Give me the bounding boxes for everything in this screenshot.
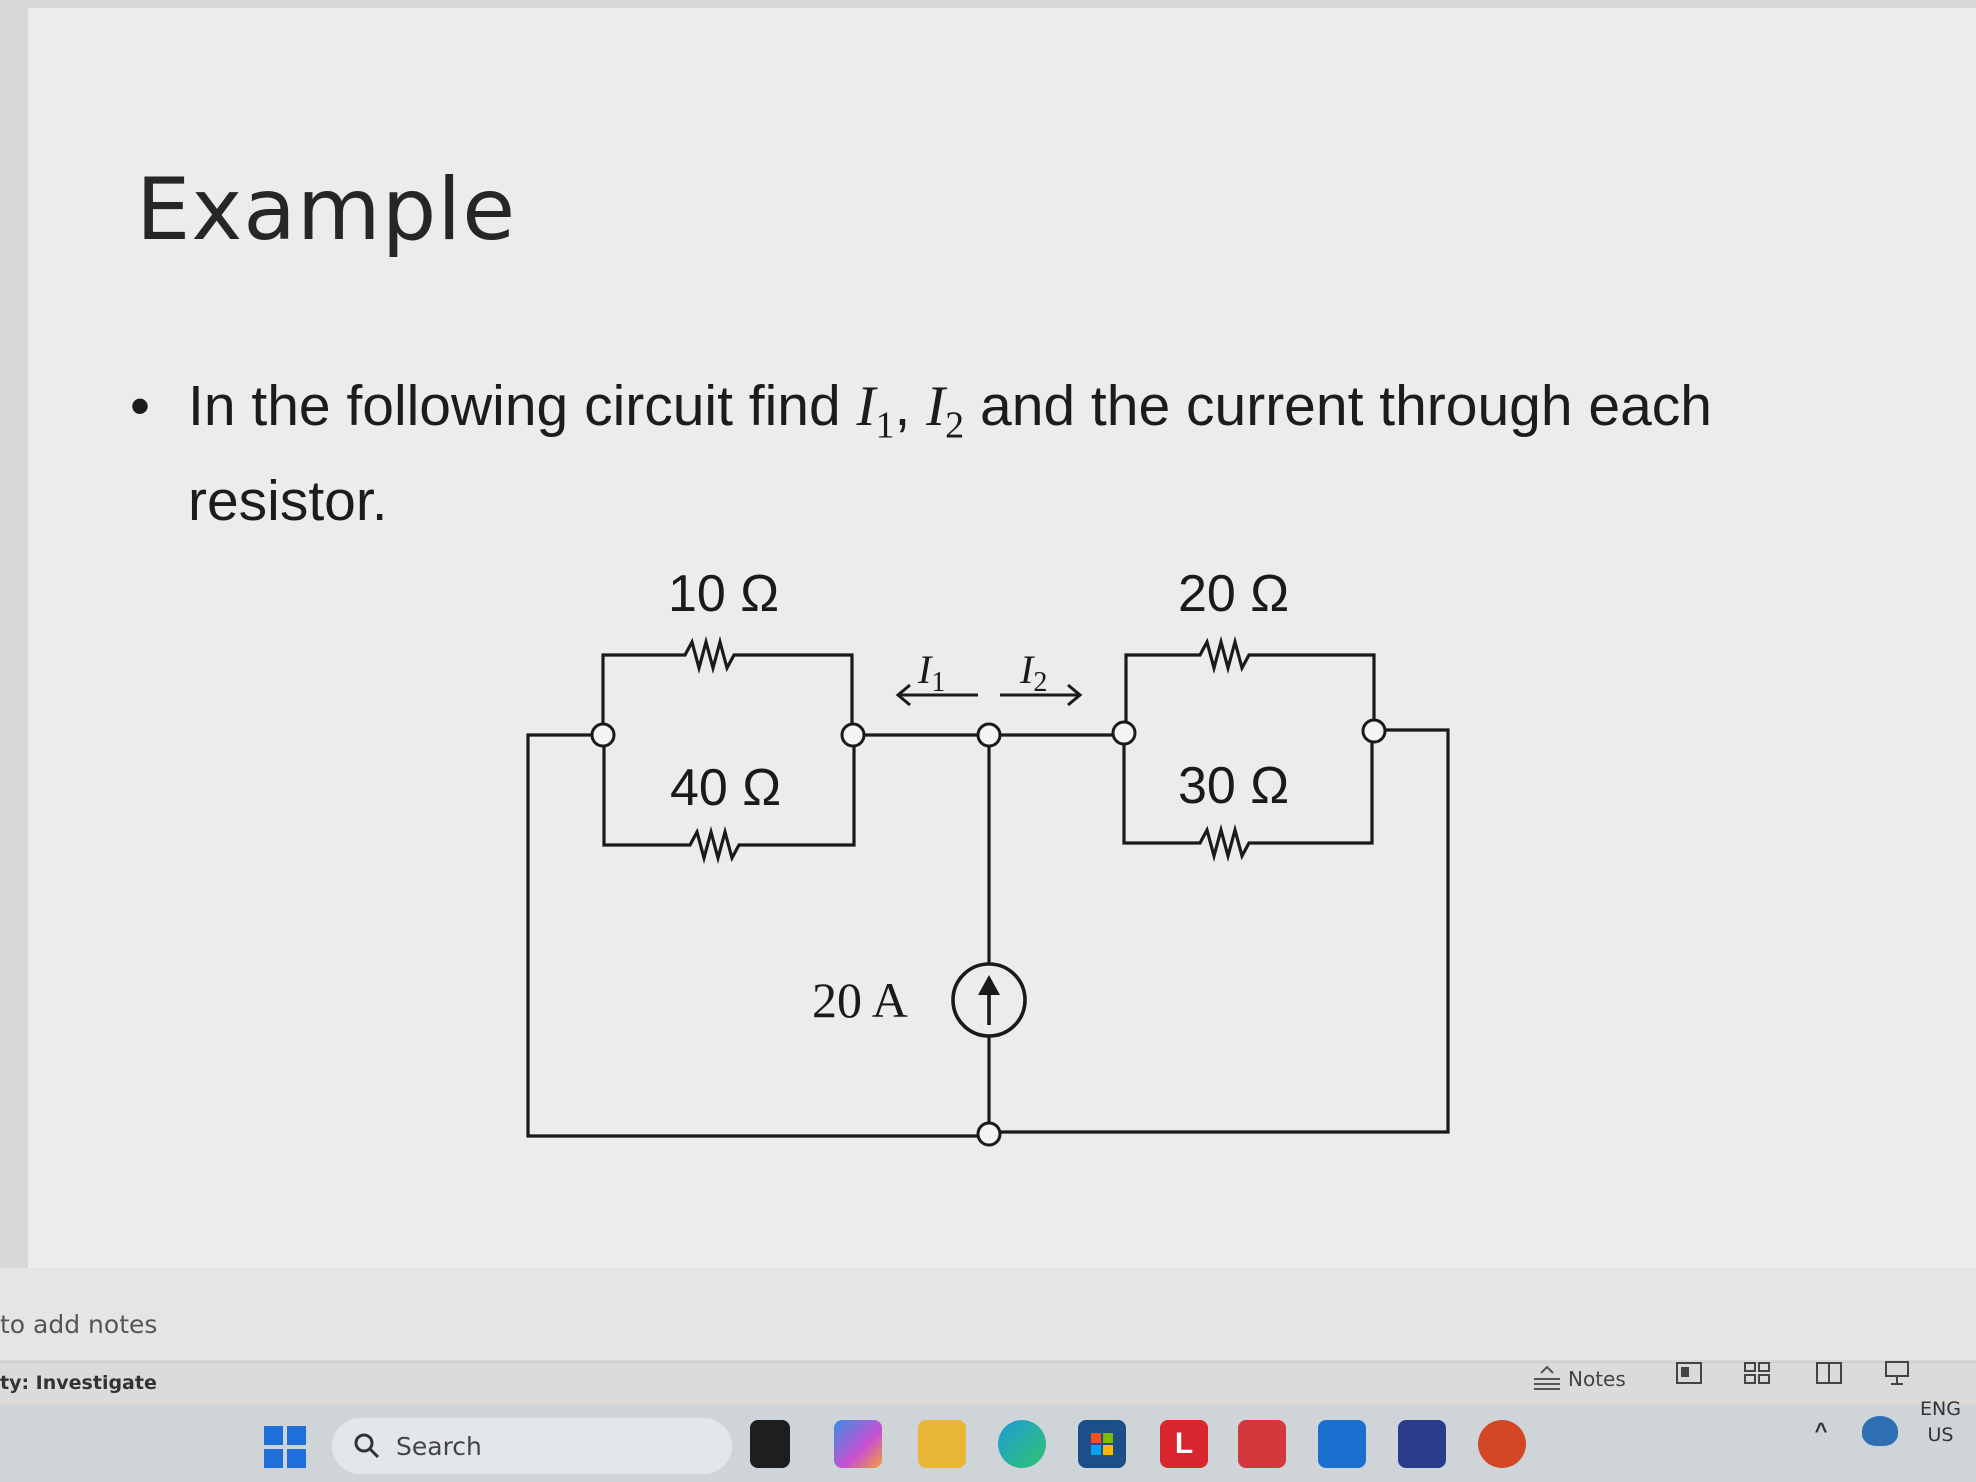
- start-button[interactable]: [264, 1426, 306, 1468]
- outlook-icon[interactable]: [1318, 1420, 1366, 1468]
- powerpoint-icon[interactable]: [1478, 1420, 1526, 1468]
- file-explorer-icon[interactable]: [918, 1420, 966, 1468]
- windows-logo-icon: [264, 1426, 306, 1468]
- reading-view-icon: [1816, 1362, 1842, 1384]
- notes-label: Notes: [1568, 1367, 1626, 1391]
- notes-toggle-button[interactable]: Notes: [1532, 1362, 1626, 1396]
- l-app-icon[interactable]: L: [1160, 1420, 1208, 1468]
- m365-icon[interactable]: [834, 1420, 882, 1468]
- node-mid-right: [1111, 720, 1137, 746]
- i2-arrow: [1000, 683, 1083, 707]
- taskbar-search[interactable]: Search: [332, 1418, 732, 1474]
- i1-arrow: [895, 683, 978, 707]
- tray-chevron-up-icon[interactable]: ^: [1814, 1418, 1828, 1443]
- bullet-dot: •: [130, 374, 150, 438]
- notes-icon: [1534, 1365, 1560, 1390]
- wire-outer-right: [988, 728, 1450, 1134]
- accessibility-status[interactable]: ty: Investigate: [0, 1372, 157, 1394]
- slideshow-icon: [1885, 1361, 1909, 1385]
- slideshow-button[interactable]: [1880, 1356, 1914, 1390]
- wire-left-top: [601, 635, 854, 735]
- task-view-icon[interactable]: [750, 1420, 790, 1468]
- r20-label: 20 Ω: [1178, 565, 1289, 623]
- wire-outer-left: [526, 733, 988, 1138]
- node-left: [590, 722, 616, 748]
- math-i2: I2: [926, 375, 965, 447]
- normal-view-icon: [1676, 1362, 1702, 1384]
- i2-label: I2: [1019, 647, 1047, 698]
- circuit-diagram: 10 Ω 40 Ω 20 Ω 30 Ω 20 A I1 I2: [526, 565, 1450, 1147]
- slide-title: Example: [136, 160, 517, 260]
- r40-label: 40 Ω: [670, 759, 781, 817]
- weather-icon[interactable]: [1862, 1416, 1898, 1446]
- notes-pane[interactable]: [0, 1268, 1976, 1360]
- math-i1: I1: [856, 375, 895, 447]
- node-right: [1361, 718, 1387, 744]
- slide-sorter-icon: [1744, 1362, 1770, 1384]
- notes-placeholder[interactable]: to add notes: [0, 1310, 158, 1339]
- ms-app-icon[interactable]: [1238, 1420, 1286, 1468]
- slide-canvas[interactable]: [28, 8, 1976, 1270]
- search-label: Search: [396, 1431, 482, 1461]
- zoom-app-icon[interactable]: [1398, 1420, 1446, 1468]
- search-icon: [354, 1433, 380, 1459]
- reading-view-button[interactable]: [1812, 1356, 1846, 1390]
- i1-label: I1: [917, 647, 945, 698]
- language-indicator[interactable]: ENG US: [1920, 1398, 1961, 1446]
- wire-left-bottom: [602, 738, 856, 865]
- edge-icon[interactable]: [998, 1420, 1046, 1468]
- node-mid-left: [840, 722, 866, 748]
- normal-view-button[interactable]: [1672, 1356, 1706, 1390]
- slide-sorter-button[interactable]: [1740, 1356, 1774, 1390]
- wire-right-top: [1124, 635, 1376, 733]
- r10-label: 10 Ω: [668, 565, 779, 623]
- bullet-suffix: and the current through each resistor.: [188, 374, 1713, 534]
- node-center: [976, 722, 1002, 748]
- r30-label: 30 Ω: [1178, 757, 1289, 815]
- taskbar: [0, 1404, 1976, 1482]
- bullet-prefix: In the following circuit find: [188, 374, 857, 438]
- bullet-text: In the following circuit find I1, I2 and…: [188, 368, 1908, 539]
- current-source-symbol: [951, 962, 1027, 1038]
- wire-right-bottom: [1122, 733, 1374, 863]
- node-bottom: [976, 1121, 1002, 1147]
- bullet-sep: ,: [894, 374, 927, 438]
- status-bar: [0, 1362, 1976, 1403]
- source-label: 20 A: [812, 972, 908, 1028]
- store-icon[interactable]: [1078, 1420, 1126, 1468]
